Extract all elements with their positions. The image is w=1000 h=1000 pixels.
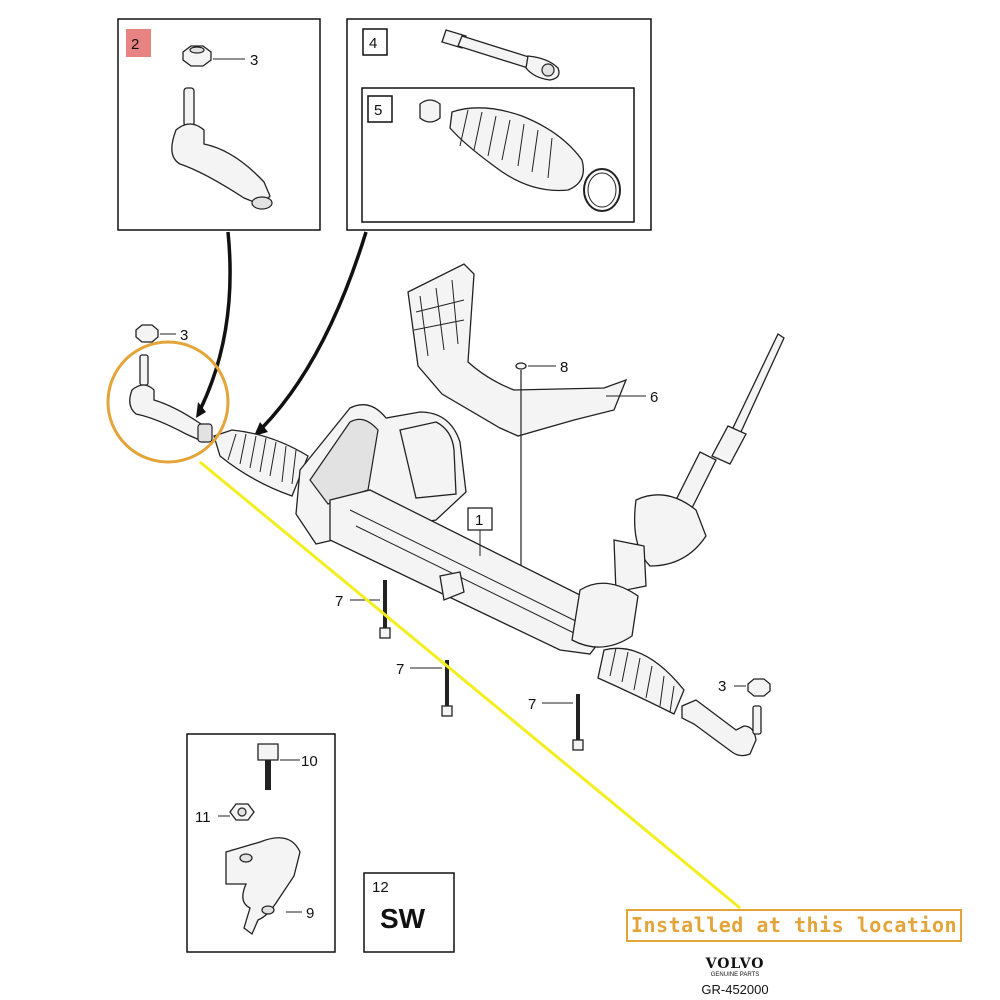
location-pointer-line (199, 460, 741, 910)
right-tie-rod-end-icon (681, 699, 762, 757)
nut-11-callout: 11 (195, 809, 211, 826)
box-12-sw: 12 SW (363, 872, 455, 953)
pinion-housing-icon (571, 494, 707, 648)
bolt-8-callout: 8 (560, 359, 568, 376)
box-2-nut-callout: 3 (250, 52, 258, 69)
rubber-boot-icon (449, 107, 585, 192)
box-12-number: 12 (372, 879, 389, 896)
left-nut-callout: 3 (180, 327, 188, 344)
bolt-7a-callout: 7 (335, 593, 343, 610)
left-flange-nut-icon (135, 324, 159, 343)
installed-location-note: Installed at this location (626, 909, 962, 942)
mounting-bracket-icon (225, 837, 301, 936)
steering-column-shaft-icon (675, 333, 785, 509)
mounting-bolt-a-icon (379, 580, 391, 639)
highlight-circle (106, 340, 230, 464)
right-nut-callout: 3 (718, 678, 726, 695)
mounting-bolt-b-icon (441, 660, 453, 717)
brand-logo: VOLVO (705, 956, 765, 972)
document-reference: GR-452000 (701, 982, 769, 997)
shield-callout: 6 (650, 389, 658, 406)
bolt-7c-callout: 7 (528, 696, 536, 713)
box-4-number: 4 (369, 35, 377, 52)
box-12-text: SW (380, 903, 426, 934)
inner-tie-rod-icon (441, 29, 560, 81)
heat-shield-icon (407, 263, 628, 437)
hex-nut-icon (229, 803, 255, 821)
box-2-tie-rod-end: 2 3 (117, 18, 321, 231)
box-4-leader-arrow (260, 231, 368, 430)
box-5-number: 5 (374, 102, 382, 119)
bracket-9-callout: 9 (306, 905, 314, 922)
box-2-number: 2 (131, 36, 139, 53)
left-tie-rod-end-icon (129, 354, 213, 443)
shield-bolt-icon (515, 362, 527, 580)
tie-rod-end-icon (171, 87, 273, 210)
boot-clamp-icon (419, 99, 441, 123)
bolt-7b-callout: 7 (396, 661, 404, 678)
mounting-bolt-c-icon (572, 694, 584, 751)
box-4-inner-tie-rod: 4 5 (346, 18, 652, 231)
box-2-leader-arrow (198, 231, 232, 411)
right-flange-nut-icon (747, 678, 771, 697)
brand-subtitle: GENUINE PARTS (710, 972, 760, 978)
rack-callout: 1 (475, 512, 483, 529)
bolt-10-callout: 10 (301, 753, 318, 770)
flange-nut-icon (182, 45, 212, 67)
right-bellows-boot-icon (597, 647, 685, 715)
box-2-marker (126, 29, 151, 57)
box-bracket-assembly: 10 11 9 (186, 733, 336, 953)
seal-ring-icon (583, 168, 621, 212)
hex-bolt-icon (257, 743, 279, 790)
